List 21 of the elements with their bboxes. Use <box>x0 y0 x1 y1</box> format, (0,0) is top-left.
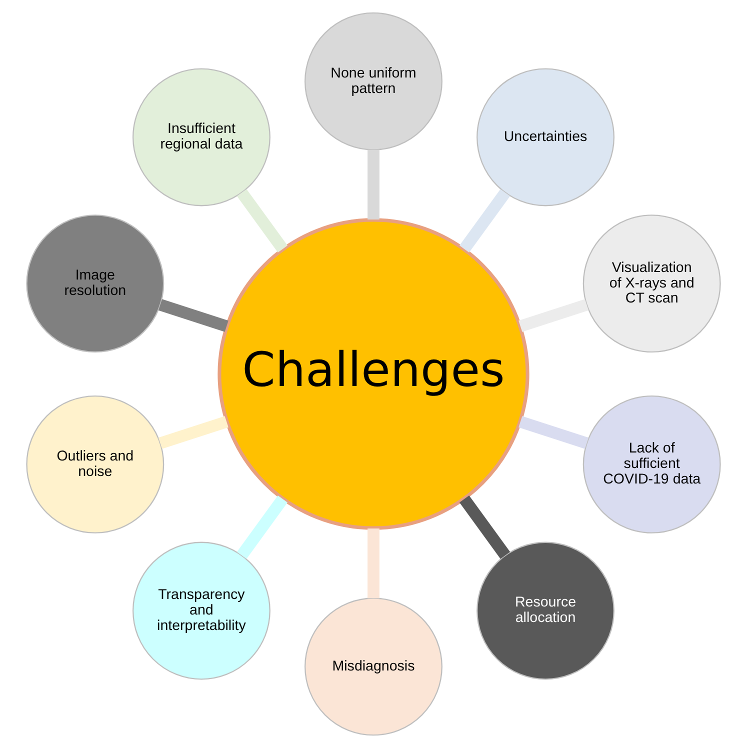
node-circle: Challenges <box>218 218 530 530</box>
connector <box>158 299 228 332</box>
connector <box>368 150 380 220</box>
node-circle: Transparency and interpretability <box>132 542 270 680</box>
node-circle: Outliers and noise <box>26 395 164 534</box>
connector <box>459 495 510 559</box>
connector <box>518 416 589 449</box>
node-circle: Misdiagnosis <box>304 598 442 736</box>
node-circle: Uncertainties <box>476 68 615 206</box>
node-circle: Resource allocation <box>476 542 615 680</box>
connector <box>236 495 288 559</box>
connector <box>459 189 510 253</box>
connector <box>158 416 228 449</box>
connector <box>518 299 589 332</box>
node-circle: Lack of sufficient COVID-19 data <box>582 395 721 534</box>
connector <box>236 189 288 253</box>
node-circle: Image resolution <box>26 214 164 353</box>
connector <box>368 528 380 598</box>
node-circle: Insufficient regional data <box>132 68 270 206</box>
node-circle: None uniform pattern <box>304 12 442 150</box>
node-circle: Visualization of X-rays and CT scan <box>582 214 721 353</box>
